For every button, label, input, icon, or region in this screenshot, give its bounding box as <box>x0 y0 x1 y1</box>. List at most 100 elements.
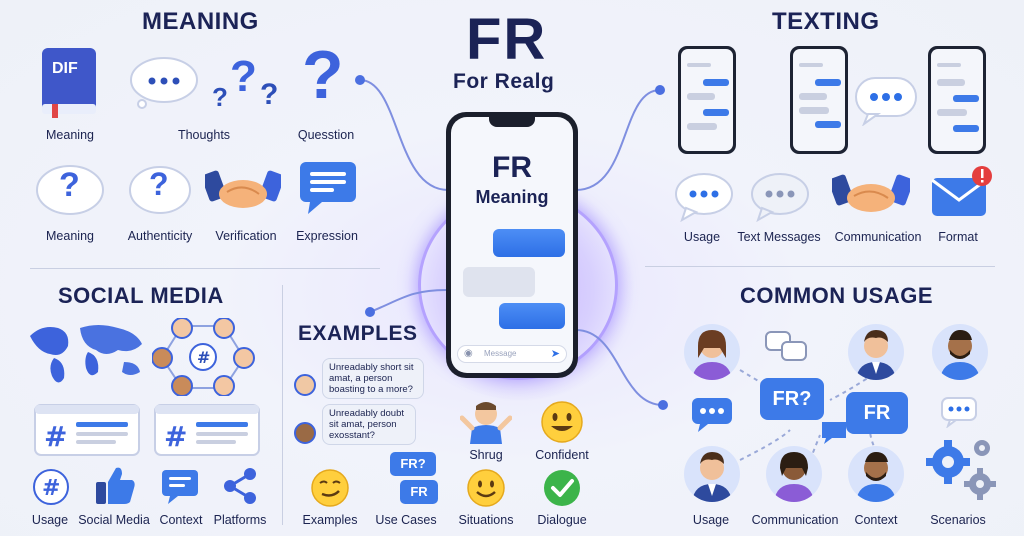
gears-icon <box>920 432 1000 504</box>
chat-expression-icon <box>298 160 358 216</box>
texting-label-4: Format <box>938 230 978 244</box>
handshake-icon-2 <box>828 170 914 222</box>
share-icon <box>220 466 260 506</box>
svg-text:#: # <box>197 348 210 367</box>
examples-label-shrug: Shrug <box>469 448 503 462</box>
avatar-woman <box>684 324 740 380</box>
texting-label-2: Text Messages <box>737 230 821 244</box>
common-label-1: Usage <box>692 513 730 527</box>
send-icon[interactable]: ➤ <box>550 348 560 360</box>
social-label-3: Context <box>159 513 203 527</box>
examples-label-dialogue: Dialogue <box>537 513 587 527</box>
world-map-icon <box>24 318 150 390</box>
small-phone-1 <box>678 46 736 154</box>
fr-badge: FR <box>400 480 438 504</box>
phone-bubble-3 <box>499 303 565 329</box>
phone: FR Meaning ◉ Message ➤ <box>446 112 578 378</box>
fr-bubble-text: FR <box>863 402 891 424</box>
social-post-card-1: # <box>34 404 140 456</box>
phone-subtitle: Meaning <box>475 187 549 207</box>
question-marks-icon: ? ? ? <box>212 52 279 112</box>
examples-label-examples: Examples <box>302 513 358 527</box>
meaning-label-3: Quesstion <box>297 128 355 142</box>
examples-label-situations: Situations <box>458 513 514 527</box>
common-title: COMMON USAGE <box>740 283 933 308</box>
examples-label-confident: Confident <box>535 448 589 462</box>
example-avatar-2 <box>294 422 316 444</box>
avatar-man-beard <box>932 324 988 380</box>
shrug-icon <box>459 398 513 446</box>
avatar-man <box>848 324 904 380</box>
chat-context-icon <box>160 468 200 506</box>
phone-title: FR <box>492 151 532 184</box>
meaning-label-2: Thoughts <box>177 128 231 142</box>
phone-bubble-1 <box>493 229 565 257</box>
smile-emoji-icon <box>466 468 506 508</box>
book-icon: DIF <box>38 46 100 118</box>
message-input[interactable]: Message <box>484 349 517 358</box>
meaning-label-1: Meaning <box>46 128 94 142</box>
small-phone-3 <box>928 46 986 154</box>
small-phone-2 <box>790 46 848 154</box>
cloud-question-icon-2: ? <box>126 160 194 222</box>
example-avatar-1 <box>294 374 316 396</box>
divider-left <box>30 268 380 269</box>
hashtag-icon: # <box>32 468 70 506</box>
divider-vertical <box>282 285 283 525</box>
phone-bubble-2 <box>463 267 535 297</box>
book-text: DIF <box>52 60 78 77</box>
question-icon: ? <box>302 37 344 113</box>
meaning-title: MEANING <box>142 8 259 35</box>
chat-dots-icon-3 <box>940 396 978 429</box>
common-label-2: Communication <box>751 513 839 527</box>
fr-question-bubble-text: FR? <box>772 388 812 410</box>
meaning-label-5: Authenticity <box>127 229 193 243</box>
common-label-4: Scenarios <box>930 513 986 527</box>
fr-question-badge: FR? <box>390 452 436 476</box>
fr-question-bubble: FR? <box>760 378 824 420</box>
meaning-label-6: Verification <box>215 229 277 243</box>
network-icon: # <box>151 317 256 397</box>
avatar-man-2 <box>684 446 740 502</box>
text-message-icon <box>750 172 810 223</box>
svg-text:#: # <box>44 420 67 453</box>
chat-dots-icon <box>854 76 918 127</box>
texting-title: TEXTING <box>772 8 880 35</box>
usage-chat-icon <box>674 172 734 223</box>
header-title: FR <box>466 7 548 72</box>
phone-input-bar[interactable]: ◉ Message ➤ <box>457 345 567 363</box>
social-title: SOCIAL MEDIA <box>58 283 224 308</box>
example-text-1: Unreadably short sit amat, a person boas… <box>322 358 424 399</box>
texting-label-3: Communication <box>834 230 922 244</box>
examples-title: EXAMPLES <box>298 322 418 345</box>
mail-notification-icon <box>930 164 994 222</box>
social-label-2: Social Media <box>78 513 150 527</box>
svg-text:#: # <box>42 476 60 501</box>
phone-notch <box>489 117 535 127</box>
chat-tail-icon <box>820 418 848 446</box>
cloud-question-icon: ? <box>34 160 106 222</box>
check-icon <box>542 468 582 508</box>
social-label-1: Usage <box>31 513 69 527</box>
header-subtitle: For Realg <box>453 70 555 93</box>
fr-bubble: FR <box>846 392 908 434</box>
smirk-emoji-icon <box>310 468 350 508</box>
avatar-man-beard-2 <box>848 446 904 502</box>
fr-question-badge-text: FR? <box>400 456 426 471</box>
chat-dots-icon-2 <box>690 396 736 434</box>
example-text-2: Unreadably doubt sit amat, person exosst… <box>322 404 416 445</box>
chat-bubbles-icon <box>764 330 808 366</box>
avatar-woman-2 <box>766 446 822 502</box>
thumbs-up-icon <box>94 464 136 506</box>
meaning-label-4: Meaning <box>46 229 94 243</box>
thought-cloud-icon <box>128 52 200 112</box>
texting-label-1: Usage <box>683 230 721 244</box>
handshake-icon <box>201 164 285 220</box>
common-label-3: Context <box>854 513 898 527</box>
svg-text:#: # <box>164 420 187 453</box>
divider-right <box>645 266 995 267</box>
social-label-4: Platforms <box>213 513 267 527</box>
camera-icon[interactable]: ◉ <box>464 348 473 359</box>
examples-label-usecases: Use Cases <box>375 513 437 527</box>
social-post-card-2: # <box>154 404 260 456</box>
